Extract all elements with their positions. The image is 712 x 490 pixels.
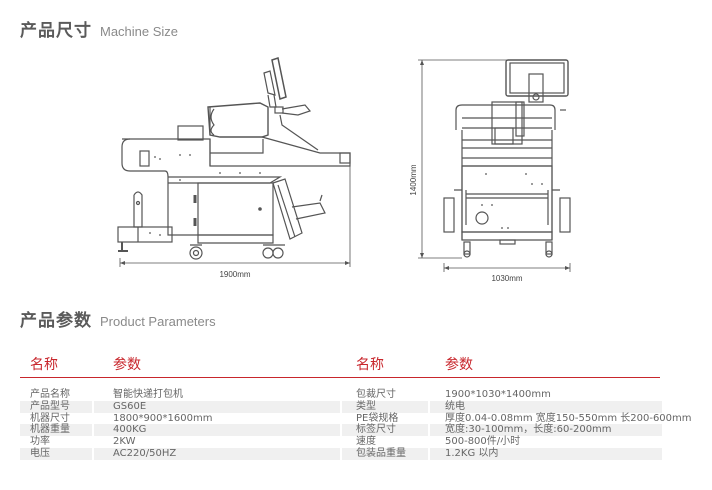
param-name: 标签尺寸 bbox=[356, 424, 396, 436]
row-background bbox=[20, 447, 92, 460]
section-title-en: Machine Size bbox=[100, 24, 179, 39]
header-value: 参数 bbox=[113, 357, 141, 373]
table-row: 产品名称 智能快递打包机 包裁尺寸 1900*1030*1400mm bbox=[20, 389, 710, 401]
param-value: 1.2KG 以内 bbox=[445, 447, 499, 459]
param-value: 1800*900*1600mm bbox=[113, 412, 213, 424]
front-height-label: 1400mm bbox=[409, 164, 418, 195]
param-name: 机器尺寸 bbox=[30, 412, 70, 424]
machine-size-title: 产品尺寸 Machine Size bbox=[20, 16, 178, 41]
row-background bbox=[20, 424, 92, 437]
side-view-drawing: 1900mm bbox=[117, 57, 351, 279]
section-title-en: Product Parameters bbox=[100, 314, 216, 329]
section-title-zh: 产品参数 bbox=[20, 311, 92, 331]
row-background bbox=[342, 424, 428, 437]
header-value-2: 参数 bbox=[445, 357, 473, 373]
param-name: 速度 bbox=[356, 436, 376, 448]
header-name: 名称 bbox=[30, 357, 58, 373]
param-name: 功率 bbox=[30, 436, 50, 448]
param-value: 智能快递打包机 bbox=[113, 389, 183, 400]
param-value: 统电 bbox=[445, 400, 465, 412]
param-name: 类型 bbox=[356, 400, 376, 412]
param-name: 包裁尺寸 bbox=[356, 389, 396, 400]
param-value: 500-800件/小时 bbox=[445, 436, 521, 448]
row-background bbox=[430, 447, 662, 460]
row-background bbox=[94, 400, 340, 413]
table-body: 产品名称 智能快递打包机 包裁尺寸 1900*1030*1400mm 产品型号 GS60E… bbox=[20, 389, 710, 460]
param-value: 厚度0.04-0.08mm 宽度150-550mm 长200-600mm bbox=[445, 412, 692, 424]
row-background bbox=[430, 424, 662, 437]
param-value: 400KG bbox=[113, 424, 147, 436]
product-parameters-title: 产品参数 Product Parameters bbox=[20, 306, 216, 331]
param-value: 宽度:30-100mm，长度:60-200mm bbox=[445, 424, 612, 436]
table-row: 机器尺寸 1800*900*1600mm PE袋规格 厚度0.04-0.08mm 宽度… bbox=[20, 413, 710, 425]
param-value: GS60E bbox=[113, 400, 147, 412]
front-width-label: 1030mm bbox=[491, 274, 522, 283]
row-background bbox=[342, 400, 428, 413]
param-name: PE袋规格 bbox=[356, 412, 399, 424]
param-name: 产品名称 bbox=[30, 389, 70, 400]
table-header: 名称 参数 名称 参数 bbox=[20, 352, 660, 378]
row-background bbox=[20, 400, 92, 413]
param-name: 产品型号 bbox=[30, 400, 70, 412]
header-name-2: 名称 bbox=[356, 357, 384, 373]
param-name: 电压 bbox=[30, 447, 50, 459]
row-background bbox=[94, 447, 340, 460]
row-background bbox=[94, 424, 340, 437]
table-row: 功率 2KW 速度 500-800件/小时 bbox=[20, 436, 710, 448]
param-value: AC220/50HZ bbox=[113, 447, 177, 459]
side-width-label: 1900mm bbox=[219, 270, 250, 279]
front-view-drawing: 1400mm 1030mm bbox=[409, 59, 571, 283]
param-name: 机器重量 bbox=[30, 424, 70, 436]
row-background bbox=[342, 447, 428, 460]
section-title-zh: 产品尺寸 bbox=[20, 21, 92, 41]
table-row: 机器重量 400KG 标签尺寸 宽度:30-100mm，长度:60-200mm bbox=[20, 424, 710, 437]
row-background bbox=[430, 400, 662, 413]
param-value: 2KW bbox=[113, 436, 136, 448]
table-row: 产品型号 GS60E 类型 统电 bbox=[20, 400, 710, 413]
table-row: 电压 AC220/50HZ 包装品重量 1.2KG 以内 bbox=[20, 447, 710, 460]
row-background bbox=[342, 436, 428, 448]
parameters-table: 名称 参数 名称 参数 产品名称 智能快递打包机 包裁尺寸 1900*1030*140… bbox=[20, 352, 692, 460]
param-name: 包装品重量 bbox=[356, 447, 406, 459]
param-value: 1900*1030*1400mm bbox=[445, 389, 551, 400]
